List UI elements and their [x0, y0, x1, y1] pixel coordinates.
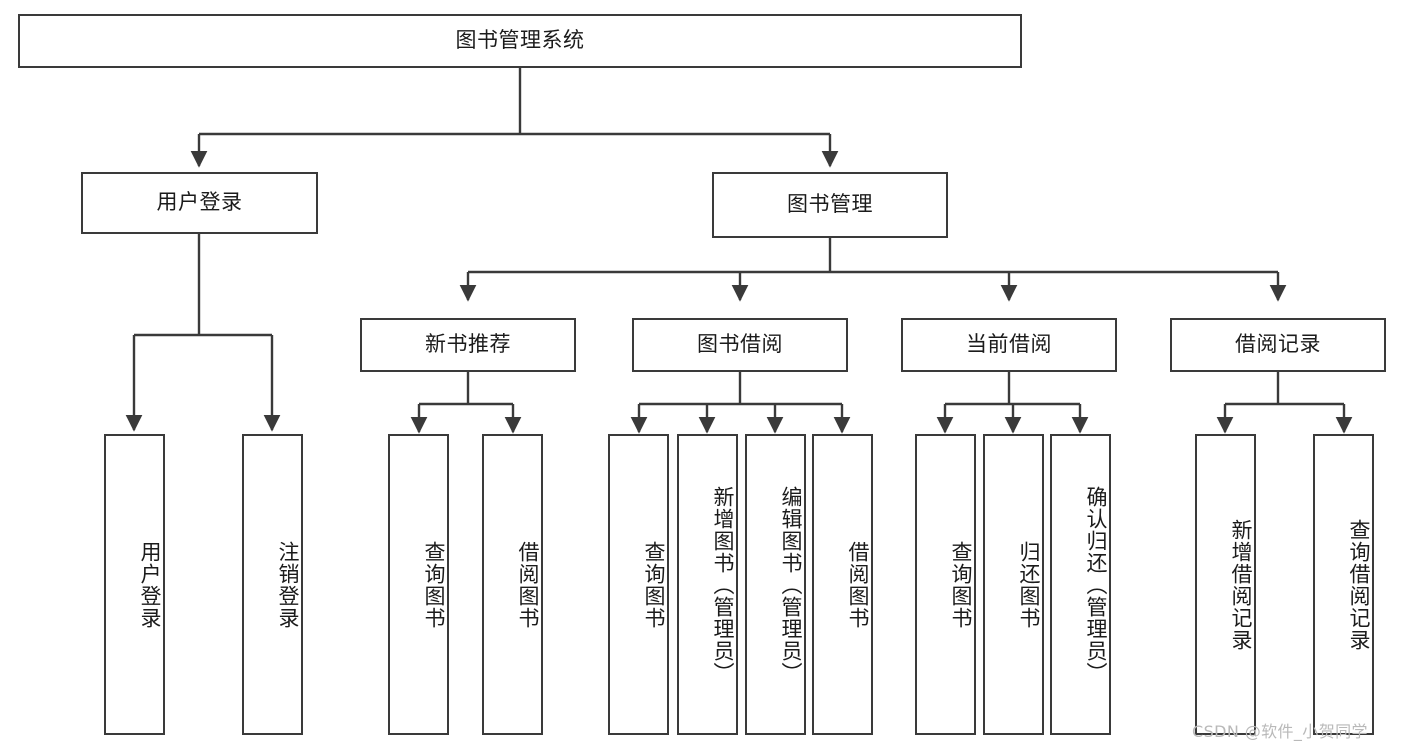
node-user-login-label: 用户登录 [156, 190, 243, 215]
leaf-book-borrow-add-label: 新增图书（管理员） [711, 485, 735, 684]
leaf-current-borrow-return-label: 归还图书 [1017, 540, 1041, 629]
node-book-management-label: 图书管理 [787, 192, 873, 217]
leaf-current-borrow-return[interactable]: 归还图书 [983, 434, 1044, 735]
leaf-new-book-query-label: 查询图书 [422, 540, 446, 629]
node-new-book-recommend-label: 新书推荐 [425, 332, 511, 357]
node-current-borrow-label: 当前借阅 [966, 332, 1052, 357]
node-new-book-recommend[interactable]: 新书推荐 [360, 318, 576, 372]
node-book-borrow-label: 图书借阅 [697, 332, 783, 357]
csdn-watermark: CSDN @软件_小贺同学 [1192, 722, 1368, 741]
leaf-new-book-borrow-label: 借阅图书 [516, 540, 540, 629]
node-root-system[interactable]: 图书管理系统 [18, 14, 1022, 68]
leaf-book-borrow-edit[interactable]: 编辑图书（管理员） [745, 434, 806, 735]
leaf-borrow-record-query[interactable]: 查询借阅记录 [1313, 434, 1374, 735]
node-borrow-record-label: 借阅记录 [1235, 332, 1321, 357]
leaf-current-borrow-query-label: 查询图书 [949, 540, 973, 629]
leaf-user-login-logout[interactable]: 注销登录 [242, 434, 303, 735]
leaf-book-borrow-query[interactable]: 查询图书 [608, 434, 669, 735]
leaf-new-book-query[interactable]: 查询图书 [388, 434, 449, 735]
leaf-borrow-record-query-label: 查询借阅记录 [1347, 518, 1371, 651]
leaf-book-borrow-query-label: 查询图书 [642, 540, 666, 629]
leaf-current-borrow-confirm-label: 确认归还（管理员） [1084, 485, 1108, 684]
leaf-borrow-record-add[interactable]: 新增借阅记录 [1195, 434, 1256, 735]
node-borrow-record[interactable]: 借阅记录 [1170, 318, 1386, 372]
leaf-book-borrow-add[interactable]: 新增图书（管理员） [677, 434, 738, 735]
node-root-system-label: 图书管理系统 [455, 28, 585, 53]
node-current-borrow[interactable]: 当前借阅 [901, 318, 1117, 372]
leaf-new-book-borrow[interactable]: 借阅图书 [482, 434, 543, 735]
leaf-current-borrow-query[interactable]: 查询图书 [915, 434, 976, 735]
leaf-book-borrow-borrow-label: 借阅图书 [846, 540, 870, 629]
node-book-borrow[interactable]: 图书借阅 [632, 318, 848, 372]
leaf-book-borrow-borrow[interactable]: 借阅图书 [812, 434, 873, 735]
leaf-current-borrow-confirm[interactable]: 确认归还（管理员） [1050, 434, 1111, 735]
leaf-user-login-logout-label: 注销登录 [276, 540, 300, 629]
leaf-book-borrow-edit-label: 编辑图书（管理员） [779, 485, 803, 684]
node-book-management[interactable]: 图书管理 [712, 172, 948, 238]
leaf-borrow-record-add-label: 新增借阅记录 [1229, 518, 1253, 651]
node-user-login[interactable]: 用户登录 [81, 172, 318, 234]
leaf-user-login-login-label: 用户登录 [138, 540, 162, 629]
leaf-user-login-login[interactable]: 用户登录 [104, 434, 165, 735]
